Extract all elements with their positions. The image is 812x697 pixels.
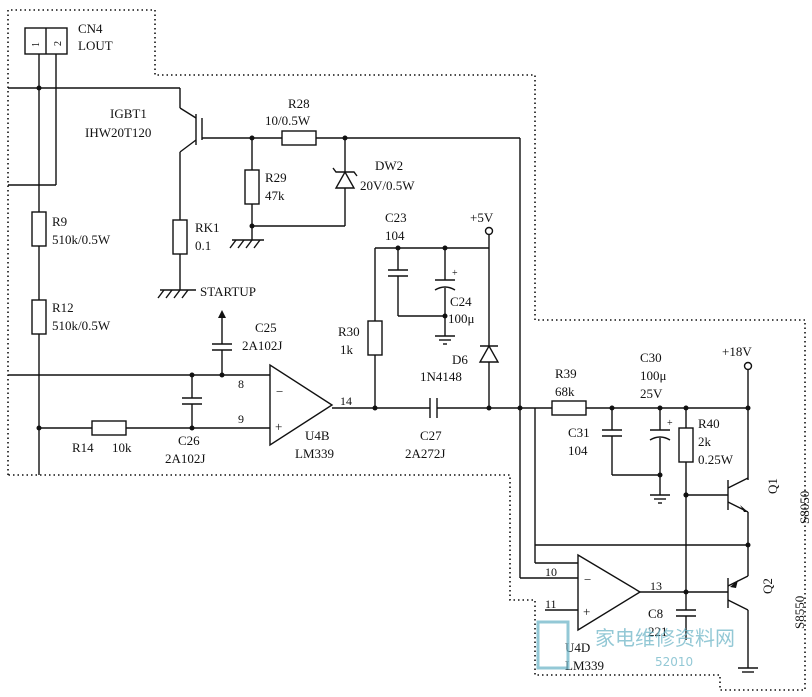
u4d-comparator — [577, 553, 642, 632]
q2-pnp-transistor — [727, 565, 749, 668]
rk1-value-label: 0.1 — [195, 238, 211, 253]
c31-ref-label: C31 — [568, 425, 590, 440]
c26-ref-label: C26 — [178, 433, 200, 448]
c30-ref-label: C30 — [640, 350, 662, 365]
rk1-resistor — [172, 219, 188, 255]
q1-part-label: S8050 — [797, 491, 812, 524]
cn4-name-label: LOUT — [78, 38, 113, 53]
d6-diode — [478, 344, 500, 363]
cn4-ref-label: CN4 — [78, 21, 103, 36]
startup-label: STARTUP — [200, 284, 256, 299]
r12-value-label: 510k/0.5W — [52, 318, 111, 333]
site-watermark: 家电维修资料网 52010 — [536, 620, 735, 670]
r40-power-label: 0.25W — [698, 452, 734, 467]
connector-cn4: 1 2 — [24, 27, 68, 55]
c8-value-label: 221 — [648, 624, 668, 639]
dw2-value-label: 20V/0.5W — [360, 178, 415, 193]
c30-voltage-label: 25V — [640, 386, 663, 401]
igbt1-part-label: IHW20T120 — [85, 125, 151, 140]
svg-text:+: + — [583, 604, 590, 619]
supply-5v-label: +5V — [470, 210, 494, 225]
c27-value-label: 2A272J — [405, 446, 445, 461]
c30-value-label: 100μ — [640, 368, 667, 383]
d6-ref-label: D6 — [452, 352, 468, 367]
u4b-comparator — [269, 363, 334, 447]
r29-ref-label: R29 — [265, 170, 287, 185]
igbt1-symbol — [179, 88, 520, 290]
ground-q2 — [738, 667, 758, 673]
dw2-ref-label: DW2 — [375, 158, 403, 173]
u4d-pin10-label: 10 — [545, 565, 557, 579]
r39-resistor — [551, 400, 587, 416]
r9-value-label: 510k/0.5W — [52, 232, 111, 247]
r30-resistor — [367, 320, 383, 356]
svg-text:−: − — [276, 384, 283, 399]
q1-ref-label: Q1 — [765, 478, 780, 494]
r9-ref-label: R9 — [52, 214, 67, 229]
module-boundary — [7, 9, 806, 691]
c24-ref-label: C24 — [450, 294, 472, 309]
watermark-text: 家电维修资料网 — [595, 626, 735, 650]
r28-resistor — [281, 130, 317, 146]
ground-c30 — [650, 494, 670, 504]
u4b-pin9-label: 9 — [238, 412, 244, 426]
supply-18v-terminal — [743, 361, 753, 371]
r29-value-label: 47k — [265, 188, 285, 203]
u4d-pin13-label: 13 — [650, 579, 662, 593]
ground-r29 — [229, 239, 264, 249]
svg-text:+: + — [667, 418, 673, 429]
u4b-ref-label: U4B — [305, 428, 330, 443]
u4d-pin11-label: 11 — [545, 597, 557, 611]
r39-value-label: 68k — [555, 384, 575, 399]
cn4-pin2-label: 2 — [53, 41, 64, 46]
svg-text:−: − — [584, 572, 591, 587]
r29-resistor — [244, 169, 260, 205]
svg-text:+: + — [452, 268, 458, 279]
startup-ground — [157, 289, 196, 299]
q2-ref-label: Q2 — [760, 578, 775, 594]
dw2-zener-diode — [334, 170, 356, 189]
c24-value-label: 100μ — [448, 311, 475, 326]
c23-value-label: 104 — [385, 228, 405, 243]
r12-resistor — [31, 299, 47, 335]
c25-value-label: 2A102J — [242, 338, 282, 353]
c31-value-label: 104 — [568, 443, 588, 458]
svg-text:+: + — [275, 419, 282, 434]
rk1-ref-label: RK1 — [195, 220, 220, 235]
r14-resistor — [91, 420, 127, 436]
r30-value-label: 1k — [340, 342, 354, 357]
r40-value-label: 2k — [698, 434, 712, 449]
u4d-part-label: LM339 — [565, 658, 604, 673]
u4b-pin14-label: 14 — [340, 394, 352, 408]
d6-value-label: 1N4148 — [420, 369, 462, 384]
u4d-ref-label: U4D — [565, 640, 590, 655]
u4b-pin8-label: 8 — [238, 377, 244, 391]
cn4-pin1-label: 1 — [31, 42, 42, 47]
u4b-part-label: LM339 — [295, 446, 334, 461]
igbt1-ref-label: IGBT1 — [110, 106, 147, 121]
c27-ref-label: C27 — [420, 428, 442, 443]
c23-ref-label: C23 — [385, 210, 407, 225]
c26-value-label: 2A102J — [165, 451, 205, 466]
c8-ref-label: C8 — [648, 606, 663, 621]
r14-ref-label: R14 — [72, 440, 94, 455]
r30-ref-label: R30 — [338, 324, 360, 339]
q2-part-label: S8550 — [792, 596, 807, 629]
q1-npn-transistor — [727, 477, 749, 565]
r14-value-label: 10k — [112, 440, 132, 455]
r12-ref-label: R12 — [52, 300, 74, 315]
ground-c24 — [435, 335, 455, 345]
r40-ref-label: R40 — [698, 416, 720, 431]
c25-ref-label: C25 — [255, 320, 277, 335]
r28-value-label: 10/0.5W — [265, 113, 311, 128]
r9-resistor — [31, 211, 47, 247]
r28-ref-label: R28 — [288, 96, 310, 111]
r39-ref-label: R39 — [555, 366, 577, 381]
watermark-number: 52010 — [655, 655, 693, 669]
supply-5v-terminal — [484, 226, 494, 236]
r40-resistor — [678, 427, 694, 463]
supply-18v-label: +18V — [722, 344, 752, 359]
